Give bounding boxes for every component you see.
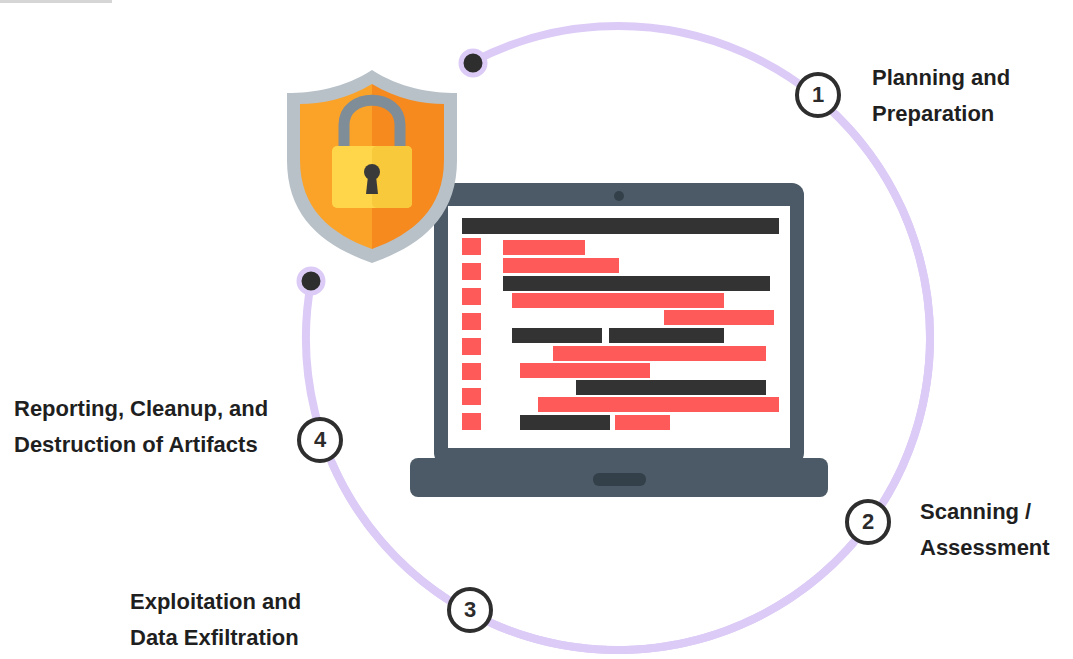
ring-dot [461, 51, 485, 75]
top-rule [0, 0, 112, 3]
ring-connector [491, 542, 853, 650]
step-circle: 2Scanning / Assessment [845, 499, 891, 545]
code-bar [462, 288, 481, 305]
step-label: Reporting, Cleanup, and Destruction of A… [14, 391, 276, 463]
step-circle: 3Exploitation and Data Exfiltration [447, 587, 493, 633]
code-bar [503, 276, 770, 291]
code-bar [615, 415, 670, 430]
code-bar [520, 415, 610, 430]
code-bar [462, 413, 481, 430]
cycle-ring [306, 26, 930, 650]
code-bar [462, 338, 481, 355]
code-bar [462, 388, 481, 405]
code-bar [553, 346, 766, 361]
step-number: 2 [849, 503, 887, 541]
code-bar [538, 397, 779, 412]
code-bar [462, 313, 481, 330]
ring-connector [332, 462, 448, 599]
code-bar [503, 258, 619, 273]
code-bar [512, 328, 602, 343]
step-circle: 4Reporting, Cleanup, and Destruction of … [297, 417, 343, 463]
step-number: 3 [451, 591, 489, 629]
step-label: Planning and Preparation [872, 60, 1062, 132]
code-bar [664, 310, 774, 325]
step-circle: 1Planning and Preparation [795, 72, 841, 118]
step-number: 1 [799, 76, 837, 114]
code-bar [462, 263, 481, 280]
code-bar [609, 328, 724, 343]
code-bar [520, 363, 650, 378]
code-bar [462, 218, 779, 234]
code-bar [462, 238, 481, 255]
code-bar [512, 293, 724, 308]
laptop-illustration [410, 183, 828, 497]
shield-lock-icon [287, 70, 457, 263]
code-bar [576, 380, 766, 395]
step-label: Scanning / Assessment [920, 494, 1072, 566]
code-bar [462, 363, 481, 380]
step-number: 4 [301, 421, 339, 459]
ring-dot [299, 269, 323, 293]
step-label: Exploitation and Data Exfiltration [130, 584, 345, 656]
ring-connector [835, 114, 930, 502]
code-bar [503, 240, 585, 255]
